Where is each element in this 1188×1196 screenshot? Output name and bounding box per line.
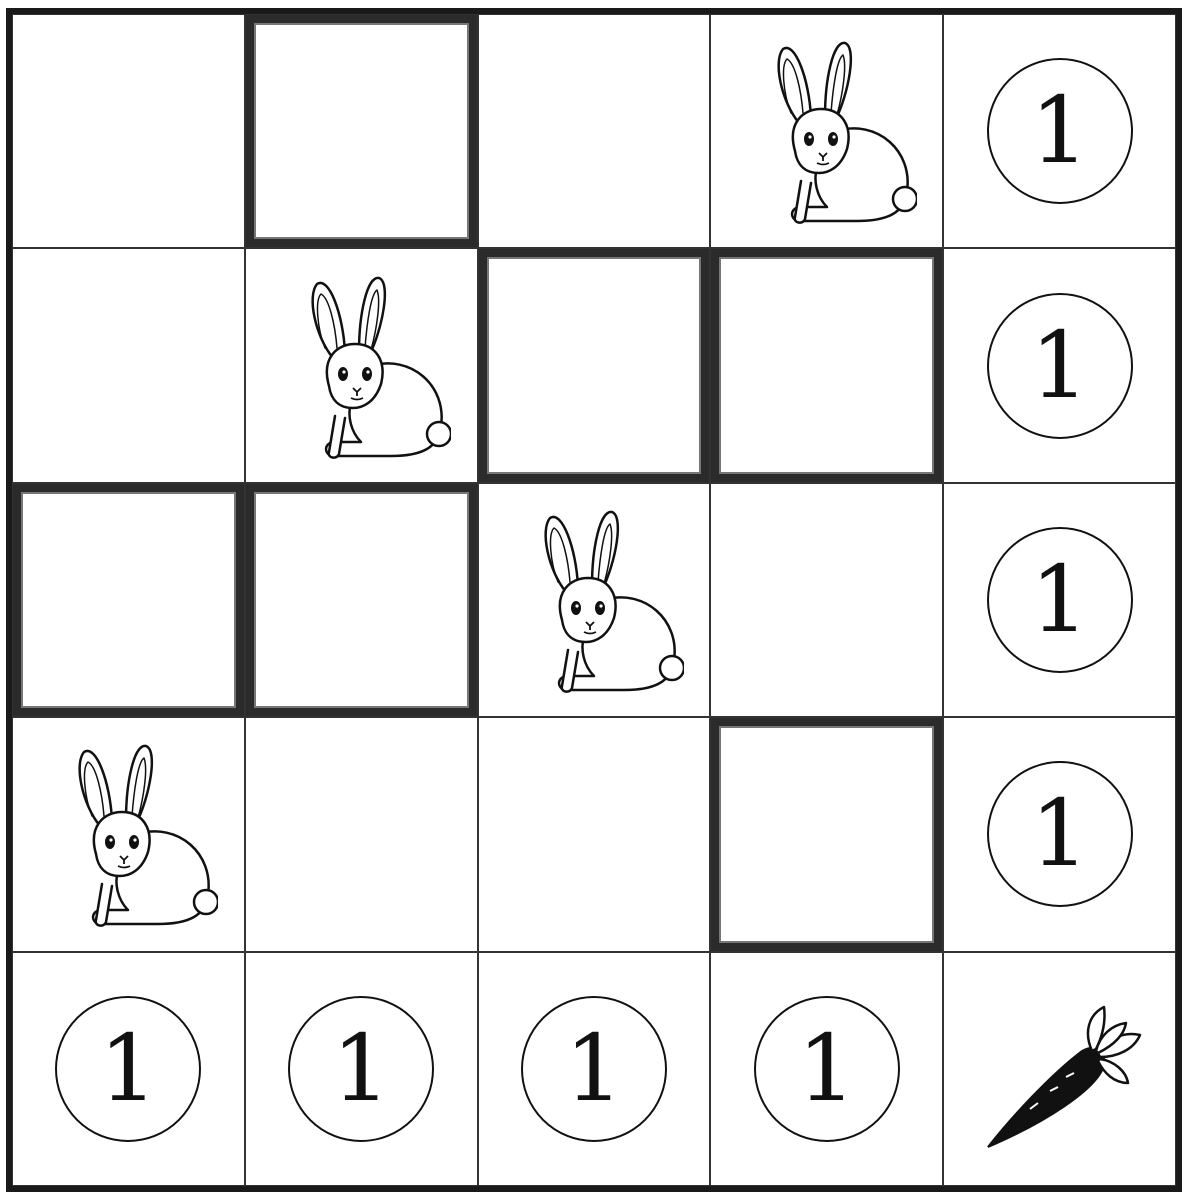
cell-r0c1[interactable]: [245, 14, 478, 248]
cell-r1c0[interactable]: [12, 248, 245, 482]
clue-circle: 1: [521, 996, 667, 1142]
clue-circle: 1: [754, 996, 900, 1142]
cell-r3c2[interactable]: [478, 717, 711, 951]
cell-r4c1[interactable]: 1: [245, 952, 478, 1186]
cell-r1c2[interactable]: [478, 248, 711, 482]
cell-r1c1[interactable]: [245, 248, 478, 482]
cell-r1c3[interactable]: [710, 248, 943, 482]
clue-circle: 1: [987, 58, 1133, 204]
clue-value: 1: [1030, 788, 1089, 880]
clue-value: 1: [1030, 320, 1089, 412]
cell-r4c2[interactable]: 1: [478, 952, 711, 1186]
clue-circle: 1: [987, 293, 1133, 439]
cell-r4c4[interactable]: [943, 952, 1176, 1186]
cell-r2c0[interactable]: [12, 483, 245, 717]
cell-r3c0[interactable]: [12, 717, 245, 951]
clue-circle: 1: [288, 996, 434, 1142]
cell-r1c4[interactable]: 1: [943, 248, 1176, 482]
clue-value: 1: [332, 1023, 391, 1115]
cell-r2c1[interactable]: [245, 483, 478, 717]
cell-r0c3[interactable]: [710, 14, 943, 248]
clue-value: 1: [1030, 554, 1089, 646]
cell-r3c4[interactable]: 1: [943, 717, 1176, 951]
cell-r2c3[interactable]: [710, 483, 943, 717]
cell-r3c1[interactable]: [245, 717, 478, 951]
clue-value: 1: [565, 1023, 624, 1115]
cell-r0c2[interactable]: [478, 14, 711, 248]
cell-r3c3[interactable]: [710, 717, 943, 951]
clue-value: 1: [99, 1023, 158, 1115]
cell-r2c4[interactable]: 1: [943, 483, 1176, 717]
cell-r4c3[interactable]: 1: [710, 952, 943, 1186]
rabbit-icon: [504, 500, 684, 700]
cell-r2c2[interactable]: [478, 483, 711, 717]
rabbit-icon: [271, 266, 451, 466]
clue-value: 1: [1030, 85, 1089, 177]
clue-circle: 1: [55, 996, 201, 1142]
carrot-icon: [970, 979, 1150, 1159]
puzzle-board: 1 1: [6, 8, 1182, 1192]
cell-r0c0[interactable]: [12, 14, 245, 248]
cell-r0c4[interactable]: 1: [943, 14, 1176, 248]
rabbit-icon: [737, 31, 917, 231]
clue-circle: 1: [987, 761, 1133, 907]
clue-circle: 1: [987, 527, 1133, 673]
cell-r4c0[interactable]: 1: [12, 952, 245, 1186]
clue-value: 1: [798, 1023, 857, 1115]
rabbit-icon: [38, 734, 218, 934]
